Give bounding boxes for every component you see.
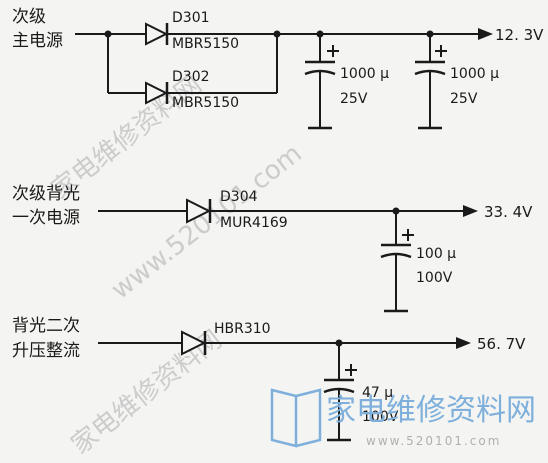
capacitor-bl2 <box>323 343 357 442</box>
d301-ref: D301 <box>172 10 210 26</box>
bl2-cap-value: 47 μ <box>362 385 393 401</box>
hbr310-part: HBR310 <box>214 321 271 337</box>
watermark-text-2: 家电维修资料网 <box>66 325 228 461</box>
main-output-arrow <box>478 28 493 40</box>
bl2-output-voltage: 56. 7V <box>477 335 526 353</box>
cap2-value: 1000 μ <box>450 66 499 82</box>
watermark-diagonal: 家电维修资料网 www.520101.com 家电维修资料网 <box>46 70 308 461</box>
d304-part: MUR4169 <box>220 215 288 231</box>
bl2-label-line1: 背光二次 <box>12 316 80 336</box>
junction-dot <box>273 30 281 38</box>
bl2-cap-voltage: 100V <box>362 409 399 425</box>
diode-d304 <box>186 198 212 224</box>
watermark-brand: 家电维修资料网 www.520101.com <box>270 388 536 448</box>
bl1-cap-voltage: 100V <box>416 270 453 286</box>
bl2-output-arrow <box>456 337 471 349</box>
diode-d301 <box>145 22 169 46</box>
diode-hbr310 <box>181 330 207 356</box>
watermark-brand-url: www.520101.com <box>366 434 501 448</box>
diode-d302 <box>145 81 169 105</box>
junction-dot <box>104 30 112 38</box>
bl2-label-line2: 升压整流 <box>12 341 80 361</box>
main-label-line1: 次级 <box>12 7 46 27</box>
cap1-value: 1000 μ <box>340 66 389 82</box>
section-backlight-primary: 次级背光 一次电源 D304 MUR4169 100 μ 100V 33. 4V <box>12 184 533 313</box>
section-main-supply: 次级 主电源 D301 MBR5150 D302 MBR5150 <box>12 7 544 130</box>
capacitor-main-2 <box>414 34 447 130</box>
bl1-cap-value: 100 μ <box>416 246 456 262</box>
main-label-line2: 主电源 <box>12 31 63 51</box>
d301-part: MBR5150 <box>172 36 239 52</box>
bl1-label-line2: 一次电源 <box>12 208 80 228</box>
watermark-brand-text: 家电维修资料网 <box>326 393 536 428</box>
capacitor-main-1 <box>304 34 339 130</box>
bl1-output-voltage: 33. 4V <box>484 203 533 221</box>
d302-part: MBR5150 <box>172 95 239 111</box>
book-logo-icon <box>270 388 322 448</box>
bl1-output-arrow <box>463 205 478 217</box>
section-backlight-secondary: 背光二次 升压整流 HBR310 47 μ 100V 56. 7V <box>12 316 526 442</box>
main-output-voltage: 12. 3V <box>495 26 544 44</box>
cap1-voltage: 25V <box>340 91 368 107</box>
bl1-label-line1: 次级背光 <box>12 184 80 204</box>
cap2-voltage: 25V <box>450 91 478 107</box>
d304-ref: D304 <box>220 189 258 205</box>
capacitor-bl1 <box>380 211 414 313</box>
d302-ref: D302 <box>172 69 210 85</box>
